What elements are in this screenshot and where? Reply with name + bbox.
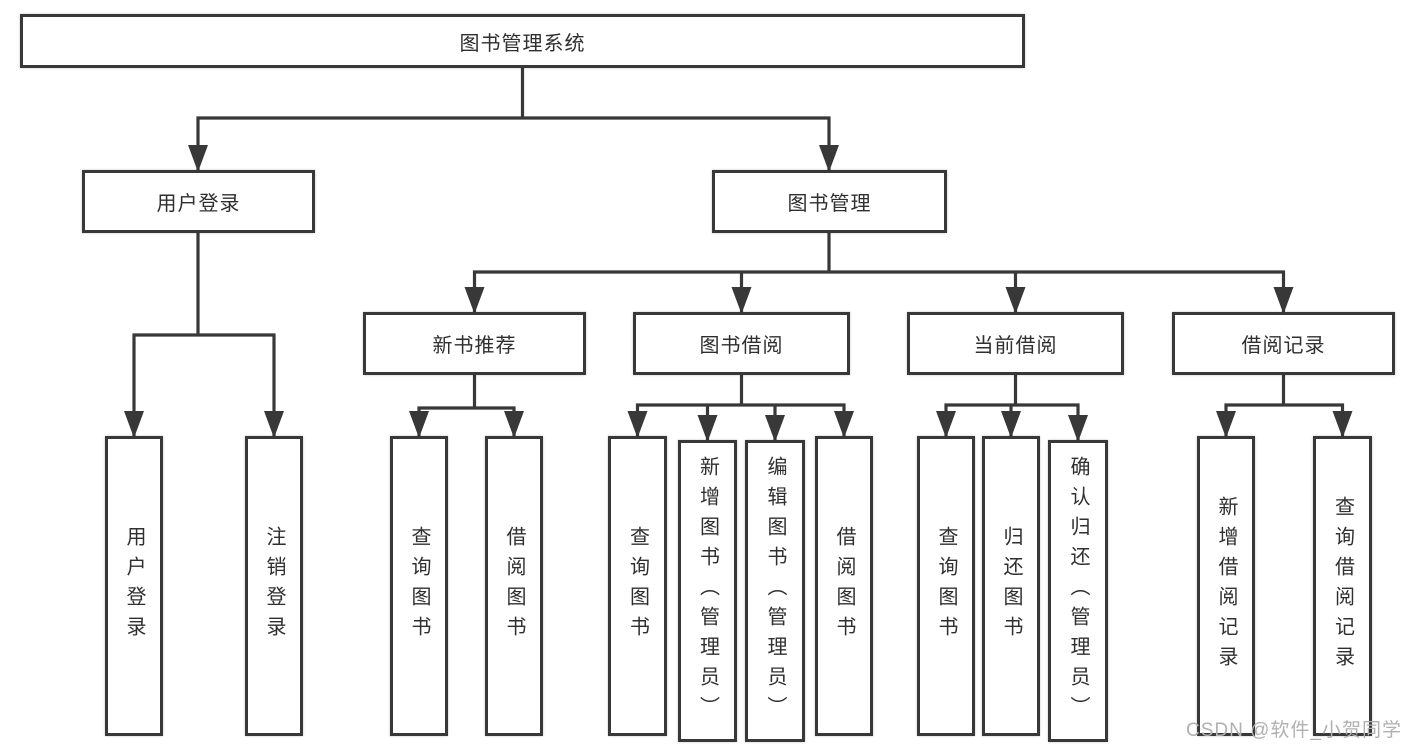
connector-new-book-recommendation <box>417 375 516 436</box>
leaf-borrow-borrow-books: 借阅图书 <box>815 436 873 736</box>
node-new-book-recommendation: 新书推荐 <box>363 312 586 375</box>
leaf-label: 注销登录 <box>263 526 285 646</box>
node-label: 图书管理系统 <box>459 32 586 55</box>
leaf-current-query-books: 查询图书 <box>917 436 975 736</box>
arrowhead <box>819 145 839 172</box>
node-book-management: 图书管理 <box>712 170 947 233</box>
connector-user-login <box>132 233 276 436</box>
node-library-management-system: 图书管理系统 <box>20 14 1025 68</box>
leaf-label: 查询借阅记录 <box>1331 496 1354 676</box>
node-borrowing-records: 借阅记录 <box>1172 312 1395 375</box>
arrowhead <box>1005 287 1026 314</box>
leaf-label: 用户登录 <box>123 526 145 646</box>
arrowhead <box>1273 287 1294 314</box>
arrowhead <box>124 411 144 438</box>
leaf-newbook-query-books: 查询图书 <box>390 436 448 736</box>
arrowhead <box>464 287 485 314</box>
leaf-borrow-edit-books-admin: 编辑图书（管理员） <box>745 440 805 742</box>
arrowhead <box>834 411 854 438</box>
arrowhead <box>409 411 429 438</box>
leaf-records-add-record: 新增借阅记录 <box>1197 436 1255 736</box>
leaf-current-return-books: 归还图书 <box>982 436 1040 736</box>
connector-current-borrowing <box>944 375 1080 440</box>
leaf-label: 查询图书 <box>626 526 649 646</box>
leaf-label: 借阅图书 <box>503 526 525 646</box>
node-label: 用户登录 <box>156 193 241 215</box>
leaf-newbook-borrow-books: 借阅图书 <box>485 436 543 736</box>
arrowhead <box>1332 411 1353 438</box>
arrowhead <box>697 415 718 442</box>
arrowhead <box>1001 411 1021 438</box>
node-label: 借阅记录 <box>1241 335 1326 357</box>
connector-paths <box>132 68 1345 440</box>
connector-borrowing-records <box>1224 375 1345 436</box>
node-label: 图书借阅 <box>699 335 784 357</box>
leaf-label: 新增借阅记录 <box>1215 496 1237 676</box>
leaf-label: 确认归还（管理员） <box>1067 456 1089 726</box>
arrowhead <box>504 411 524 438</box>
arrowhead <box>627 411 648 438</box>
node-label: 新书推荐 <box>432 335 517 357</box>
node-current-borrowing: 当前借阅 <box>907 312 1124 375</box>
arrowhead <box>731 287 752 314</box>
arrowhead <box>1216 411 1236 438</box>
leaf-label: 查询图书 <box>408 526 430 646</box>
leaf-label: 查询图书 <box>935 526 957 646</box>
node-user-login: 用户登录 <box>82 170 315 233</box>
arrowhead <box>765 415 785 442</box>
leaf-label: 归还图书 <box>1000 526 1022 646</box>
node-label: 图书管理 <box>787 193 872 215</box>
leaf-borrow-add-books-admin: 新增图书（管理员） <box>678 440 737 742</box>
leaf-user-login: 用户登录 <box>105 436 163 736</box>
connector-book-management <box>472 233 1286 312</box>
connector-root <box>196 68 831 170</box>
arrowhead <box>1068 415 1088 442</box>
csdn-watermark: CSDN @软件_小贺同学 <box>1186 720 1402 741</box>
arrowhead <box>264 411 284 438</box>
leaf-label: 新增图书（管理员） <box>696 456 719 726</box>
leaf-label: 编辑图书（管理员） <box>764 456 786 726</box>
leaf-current-confirm-return-admin: 确认归还（管理员） <box>1048 440 1108 742</box>
leaf-records-query-record: 查询借阅记录 <box>1313 436 1372 736</box>
leaf-borrow-query-books: 查询图书 <box>608 436 667 736</box>
leaf-label: 借阅图书 <box>833 526 855 646</box>
arrowhead <box>936 411 956 438</box>
leaf-logout: 注销登录 <box>245 436 303 736</box>
arrowhead <box>188 145 208 172</box>
node-label: 当前借阅 <box>973 335 1058 357</box>
connector-book-borrowing <box>635 375 846 440</box>
node-book-borrowing: 图书借阅 <box>633 312 850 375</box>
